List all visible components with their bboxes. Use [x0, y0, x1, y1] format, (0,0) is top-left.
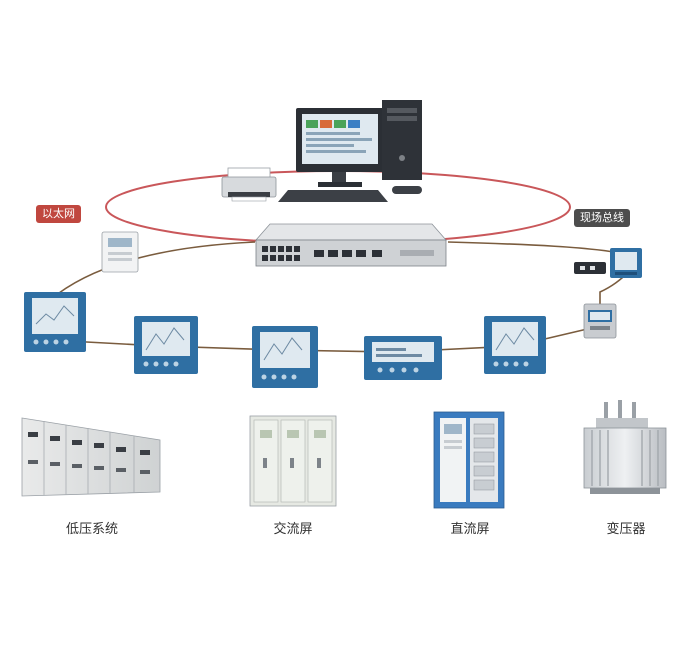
switchgear-cabinet-icon — [249, 415, 337, 507]
printer-icon — [221, 167, 277, 202]
bus-converter-icon — [574, 262, 606, 274]
power-meter-icon — [610, 248, 642, 278]
fieldbus-label: 现场总线 — [574, 209, 630, 227]
switchgear-cabinet-icon — [433, 411, 505, 509]
caption-low-voltage: 低压系统 — [65, 522, 119, 537]
power-meter-icon — [252, 326, 318, 388]
power-meter-icon — [484, 316, 546, 374]
caption-ac-panel: 交流屏 — [273, 522, 313, 537]
caption-transformer: 变压器 — [606, 522, 646, 537]
din-meter-icon — [101, 231, 139, 273]
desktop-computer-icon — [278, 100, 422, 202]
power-meter-icon — [24, 292, 86, 352]
caption-dc-panel: 直流屏 — [450, 522, 490, 537]
power-meter-icon — [583, 303, 617, 339]
power-meter-icon — [364, 336, 442, 380]
switchgear-cabinet-icon — [21, 417, 161, 497]
transformer-icon — [583, 400, 667, 494]
ethernet-label: 以太网 — [36, 205, 81, 223]
power-meter-icon — [134, 316, 198, 374]
network-switch-icon — [255, 223, 447, 267]
